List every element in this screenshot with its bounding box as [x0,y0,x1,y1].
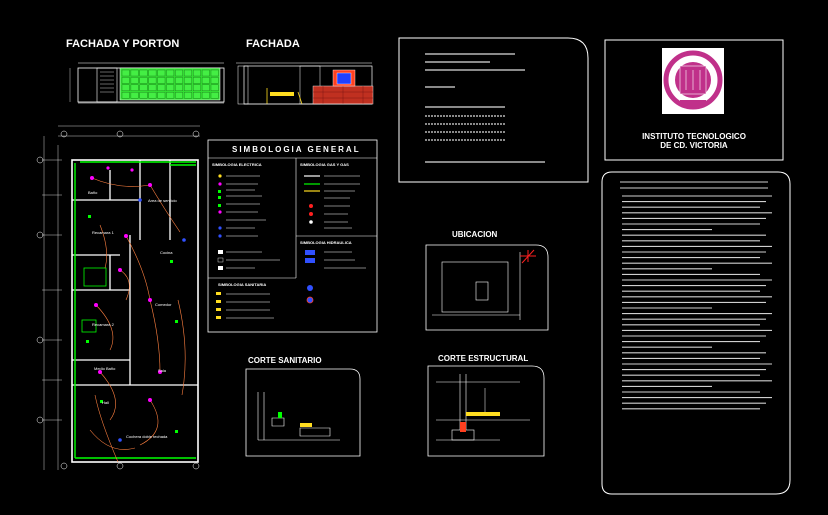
porton-panel [121,91,130,99]
porton-panel [130,69,139,77]
porton-panel [157,91,166,99]
porton-panel [121,69,130,77]
room-recamara-2: Recamara 2 [92,322,114,327]
porton-panel [157,69,166,77]
room-cochera: Cochera doble techada [126,434,168,439]
porton-panel [192,77,201,84]
porton-panel [201,77,210,84]
corte-estructural-title: CORTE ESTRUCTURAL [438,354,529,363]
porton-panel [184,77,192,84]
corte-estructural-panel [427,365,545,457]
porton-panel [210,77,219,84]
porton-panel [166,91,175,99]
porton-panel [175,84,183,92]
porton-panel [130,84,139,92]
room-comedor: Comedor [155,302,172,307]
fachada-porton-title: FACHADA Y PORTON [66,38,180,50]
porton-panel [192,91,201,99]
porton-panel [210,91,219,99]
fachada-title: FACHADA [246,38,300,50]
porton-panel [201,69,210,77]
room-area-servicio: Area de servicio [148,198,177,203]
fachada-elevation [236,62,374,105]
ubicacion-panel [425,244,549,331]
porton-panel [166,69,175,77]
porton-panel [184,91,192,99]
porton-panel [184,69,192,77]
simbologia-hidraulica-header: SIMBOLOGIA HIDRAULICA [300,240,352,245]
porton-panel [210,69,219,77]
simbologia-sanitaria-header: SIMBOLOGIA SANITARIA [218,282,267,287]
institute-panel [604,39,784,161]
ubicacion-title: UBICACION [452,230,498,239]
porton-panel [148,91,157,99]
porton-panel [148,84,157,92]
room-banio: Baño [88,190,98,195]
room-sala: Sala [158,368,167,373]
porton-panel [139,91,148,99]
simbologia-electrica-header: SIMBOLOGIA ELECTRICA [212,162,262,167]
porton-panel [201,84,210,92]
porton-panel [210,84,219,92]
institute-line-1: INSTITUTO TECNOLOGICO [642,132,746,141]
project-info-panel [398,37,589,183]
porton-panel [175,91,183,99]
institute-line-2: DE CD. VICTORIA [660,141,728,150]
corte-sanitario-title: CORTE SANITARIO [248,356,322,365]
porton-panel [121,84,130,92]
porton-panel [157,84,166,92]
floor-plan [36,125,200,470]
room-cocina: Cocina [160,250,173,255]
porton-panel [157,77,166,84]
porton-panel [121,77,130,84]
porton-panel [139,69,148,77]
simbologia-title: SIMBOLOGIA GENERAL [232,145,361,154]
room-medio-banio: Medio Baño [94,366,116,371]
porton-panel [139,77,148,84]
porton-panel [166,84,175,92]
porton-panel [175,69,183,77]
porton-panel [201,91,210,99]
porton-panel [130,77,139,84]
porton-panel [175,77,183,84]
porton-panel [192,69,201,77]
porton-panel [166,77,175,84]
porton-panel [139,84,148,92]
porton-panel [148,69,157,77]
room-hall: Hall [102,400,109,405]
simbologia-gas-header: SIMBOLOGIA GAS Y GAS [300,162,349,167]
porton-panel [184,84,192,92]
corte-sanitario-panel [245,368,361,457]
notes-panel [601,171,791,495]
porton-panel [148,77,157,84]
room-recamara-1: Recamara 1 [92,230,114,235]
institute-name: INSTITUTO TECNOLOGICO DE CD. VICTORIA [605,132,783,150]
porton-panel [192,84,201,92]
porton-panel [130,91,139,99]
simbologia-panel [207,139,378,333]
